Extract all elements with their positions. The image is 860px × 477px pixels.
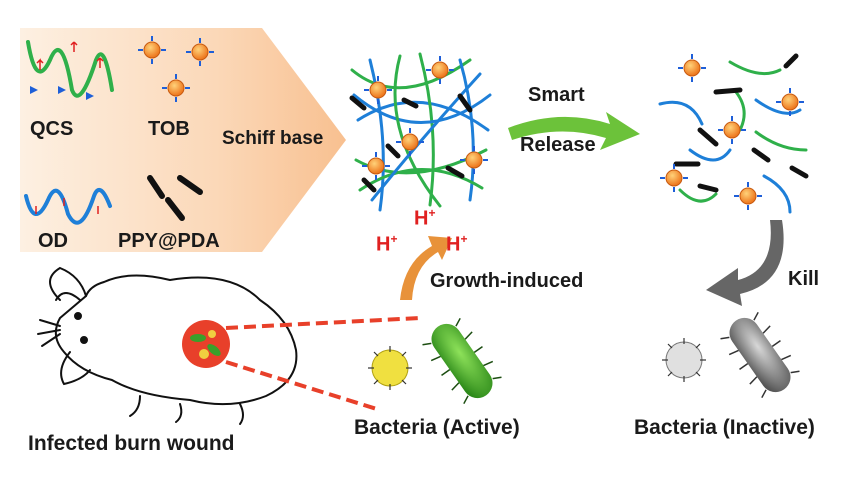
proton-label: H+	[446, 232, 468, 256]
proton-label: H+	[414, 206, 436, 230]
kill-arrow	[706, 220, 784, 306]
zoom-lines	[225, 316, 421, 412]
wound-bacteria	[190, 330, 221, 359]
inactive-rod-bacterium	[720, 311, 800, 399]
tob-molecule	[733, 181, 763, 211]
kill-label: Kill	[788, 268, 820, 290]
released-rods	[673, 53, 809, 193]
network-rods	[349, 93, 473, 193]
schiff-base-label: Schiff base	[222, 128, 324, 149]
release-label: Release	[520, 134, 596, 156]
qcs-chain	[26, 40, 114, 98]
qcs-blue-arrows	[30, 86, 94, 100]
bacteria-active-label: Bacteria (Active)	[354, 416, 520, 439]
tob-molecule	[717, 115, 747, 145]
growth-induced-label: Growth-induced	[430, 270, 584, 292]
ppy-label: PPY@PDA	[118, 230, 220, 252]
mouse-drawing	[37, 266, 298, 425]
tob-molecule	[659, 163, 689, 193]
ppy-rods	[147, 175, 203, 221]
tob-molecule	[677, 53, 707, 83]
od-chain	[24, 187, 112, 225]
inactive-cocci	[662, 338, 706, 382]
tob-label: TOB	[148, 118, 190, 140]
smart-label: Smart	[528, 84, 585, 106]
active-cocci	[368, 346, 412, 390]
released-chains	[658, 60, 808, 214]
proton-label: H+	[376, 232, 398, 256]
active-rod-bacterium	[422, 317, 502, 405]
materials-panel	[20, 28, 346, 252]
bacteria-inactive-label: Bacteria (Inactive)	[634, 416, 815, 439]
qcs-markers	[36, 41, 104, 70]
od-markers	[35, 198, 99, 214]
release-arrow	[508, 112, 640, 150]
growth-arrow	[400, 236, 452, 300]
tob-molecule	[425, 55, 455, 85]
infected-burn-wound-label: Infected burn wound	[28, 432, 235, 455]
od-label: OD	[38, 230, 68, 252]
wound	[182, 320, 230, 368]
qcs-label: QCS	[30, 118, 74, 140]
